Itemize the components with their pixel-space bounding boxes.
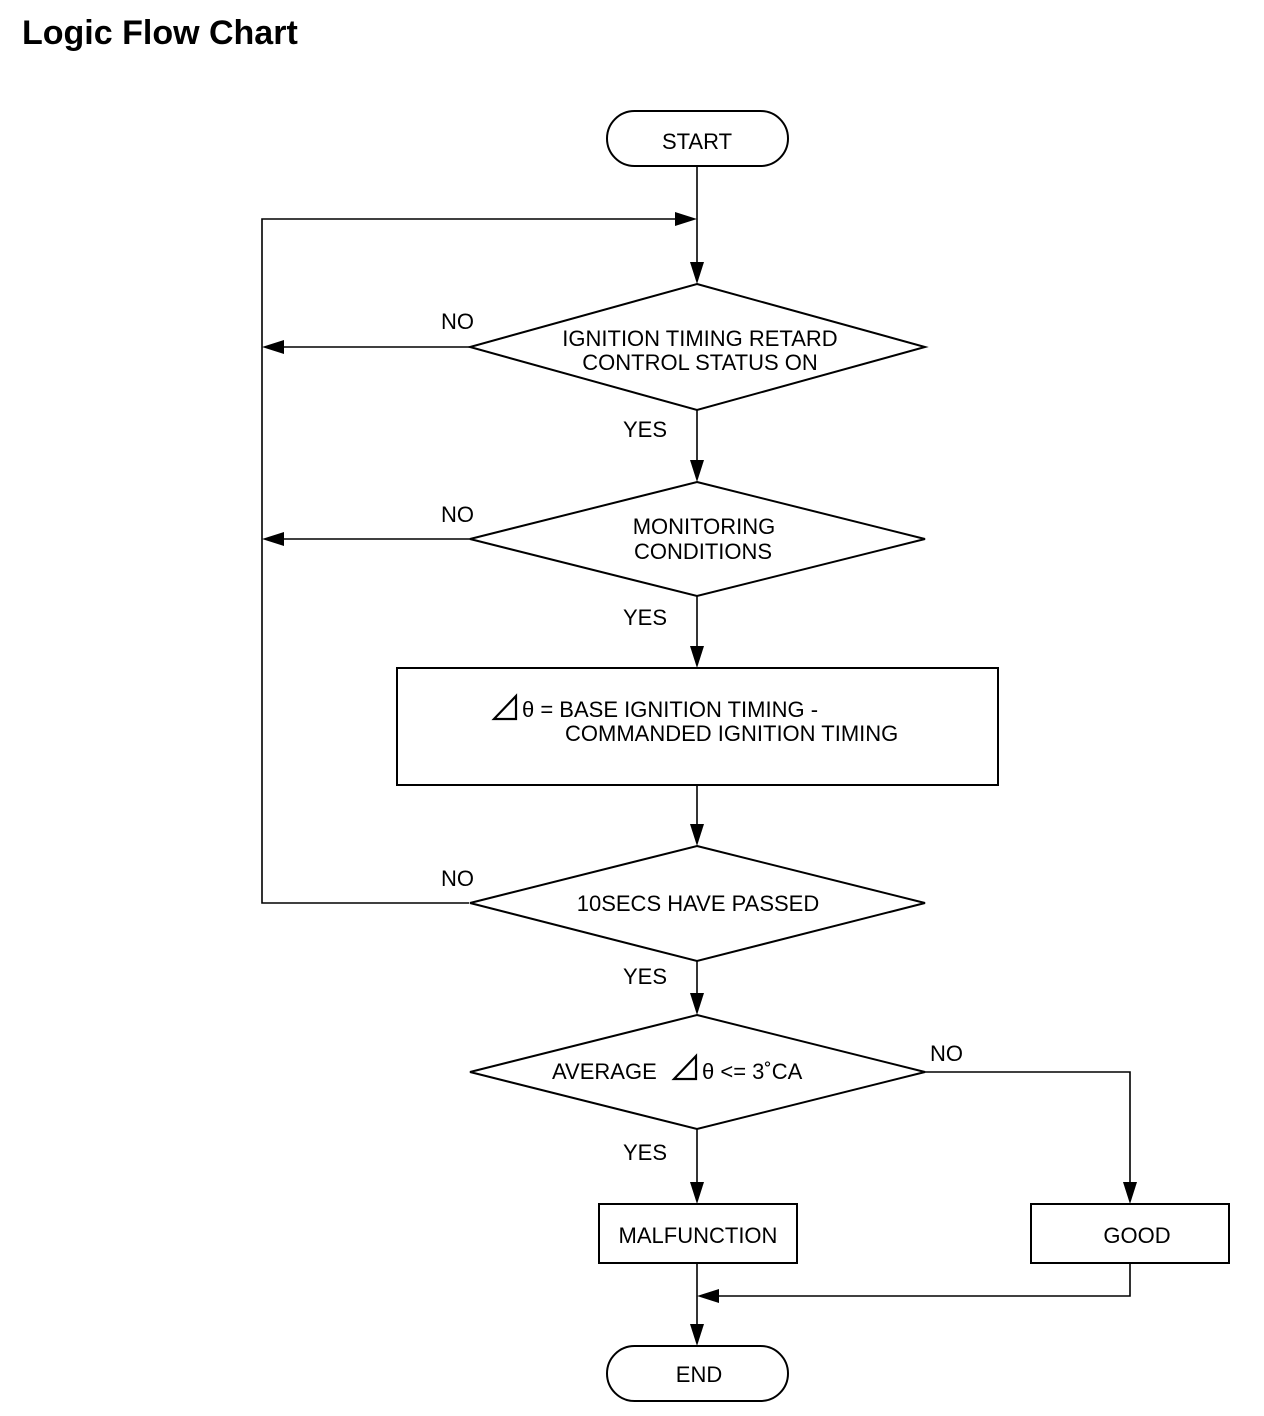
arrowhead-left — [697, 1289, 719, 1303]
yes-label: YES — [623, 964, 667, 989]
arrowhead-down — [690, 1324, 704, 1346]
arrowheads — [262, 212, 1137, 1346]
connector-average-good — [925, 1071, 1131, 1188]
decision-retard-shape — [466, 282, 929, 412]
connector-good-merge — [714, 1263, 1131, 1297]
yes-label: YES — [623, 1140, 667, 1165]
process-calc-line-2: COMMANDED IGNITION TIMING — [565, 721, 898, 746]
start-label: START — [662, 129, 732, 154]
decision-average-shape — [469, 1013, 926, 1131]
good-shape — [1030, 1203, 1230, 1264]
decision-retard-status: IGNITION TIMING RETARD CONTROL STATUS ON — [466, 282, 929, 412]
arrowhead-down — [690, 824, 704, 846]
decision-average-suffix: θ <= 3˚CA — [702, 1059, 803, 1084]
decision-average-threshold: AVERAGE θ <= 3˚CA — [469, 1013, 926, 1131]
process-malfunction: MALFUNCTION — [598, 1203, 798, 1264]
malfunction-shape — [598, 1203, 798, 1264]
arrowhead-right — [675, 212, 697, 226]
arrowhead-left — [262, 532, 284, 546]
connectors — [261, 166, 1131, 1330]
good-label: GOOD — [1103, 1223, 1170, 1248]
decision-average-prefix: AVERAGE — [552, 1059, 657, 1084]
end-terminal: END — [606, 1345, 789, 1402]
decision-passed-label: 10SECS HAVE PASSED — [577, 891, 820, 916]
malfunction-label: MALFUNCTION — [619, 1223, 778, 1248]
decision-passed-shape — [469, 844, 926, 963]
no-label: NO — [930, 1041, 963, 1066]
arrowhead-down — [690, 646, 704, 668]
decision-time-passed: 10SECS HAVE PASSED — [469, 844, 926, 963]
arrowhead-down — [690, 993, 704, 1015]
no-label: NO — [441, 502, 474, 527]
loop-back-line — [261, 218, 680, 904]
decision-retard-line-1: IGNITION TIMING RETARD — [562, 326, 837, 351]
process-calc-shape — [396, 667, 999, 786]
end-label: END — [676, 1362, 722, 1387]
decision-monitoring-line-1: MONITORING — [633, 514, 776, 539]
arrowhead-down — [690, 262, 704, 284]
arrowhead-down — [690, 460, 704, 482]
arrowhead-left — [262, 340, 284, 354]
no-label: NO — [441, 866, 474, 891]
decision-monitoring-line-2: CONDITIONS — [634, 539, 772, 564]
delta-icon — [671, 1053, 698, 1081]
no-label: NO — [441, 309, 474, 334]
end-shape — [606, 1345, 789, 1402]
decision-monitoring-shape — [469, 480, 926, 598]
process-calc-line-1: θ = BASE IGNITION TIMING - — [522, 697, 818, 722]
yes-label: YES — [623, 605, 667, 630]
page-title: Logic Flow Chart — [22, 14, 298, 52]
start-shape — [606, 110, 789, 167]
arrowhead-down — [1123, 1182, 1137, 1204]
branch-labels: NO YES NO YES NO YES NO YES — [441, 309, 963, 1165]
start-terminal: START — [606, 110, 789, 167]
arrowhead-down — [690, 1182, 704, 1204]
process-delta-theta: θ = BASE IGNITION TIMING - COMMANDED IGN… — [396, 667, 999, 786]
delta-icon — [491, 693, 518, 721]
decision-retard-line-2: CONTROL STATUS ON — [582, 350, 818, 375]
yes-label: YES — [623, 417, 667, 442]
process-good: GOOD — [1030, 1203, 1230, 1264]
decision-monitoring-conditions: MONITORING CONDITIONS — [469, 480, 926, 598]
